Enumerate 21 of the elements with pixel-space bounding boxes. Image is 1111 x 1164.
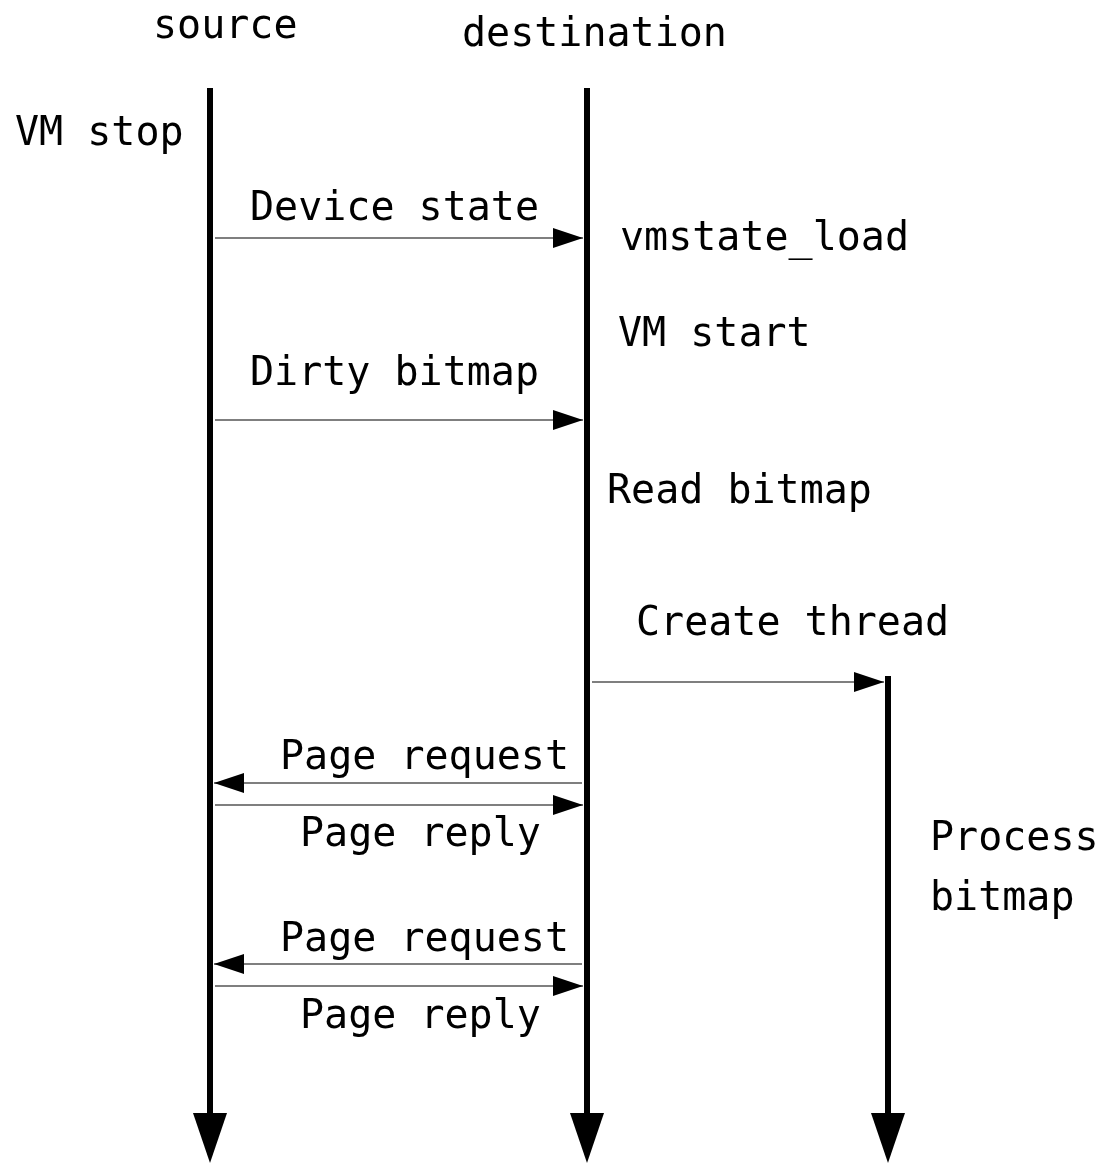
annotation-text: Read bitmap bbox=[607, 465, 872, 513]
message-arrow bbox=[214, 976, 584, 996]
annotation-text: VM start bbox=[618, 308, 811, 356]
edge-label: Page request bbox=[280, 913, 569, 961]
edge-label: Create thread bbox=[636, 597, 950, 645]
lifeline-label: destination bbox=[462, 8, 727, 56]
edge-label: Page request bbox=[280, 731, 569, 779]
annotation-text: vmstate_load bbox=[620, 212, 909, 260]
message-arrow bbox=[214, 228, 584, 248]
message-arrow bbox=[214, 410, 584, 430]
annotation-text: Process bitmap bbox=[930, 812, 1100, 921]
annotation-text: VM stop bbox=[15, 107, 184, 155]
edge-label: Device state bbox=[250, 182, 539, 230]
edge-label: Page reply bbox=[300, 808, 541, 856]
message-arrow bbox=[213, 954, 583, 974]
lifeline-label: source bbox=[153, 0, 298, 48]
edge-label: Dirty bitmap bbox=[250, 347, 539, 395]
message-arrow bbox=[213, 773, 583, 793]
message-arrow bbox=[591, 672, 885, 692]
edge-label: Page reply bbox=[300, 990, 541, 1038]
message-arrow bbox=[214, 795, 584, 815]
